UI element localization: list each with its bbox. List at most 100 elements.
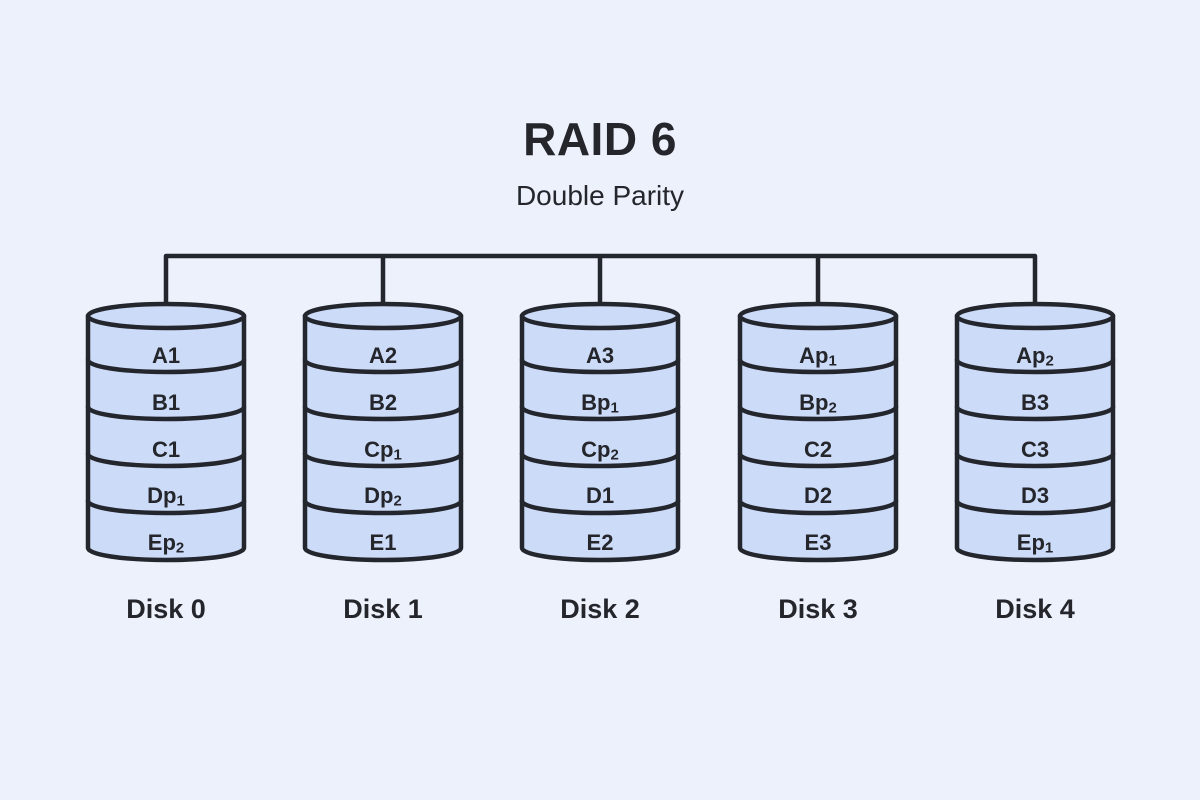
cylinder-top-ellipse [302, 301, 464, 331]
block-base: C3 [1020, 437, 1050, 462]
block-base: Bp [799, 390, 829, 415]
block-label: A3 [492, 343, 708, 369]
block-label: C1 [58, 437, 274, 463]
block-label: Bp2 [710, 390, 926, 416]
disk-name-label: Disk 3 [778, 594, 858, 624]
block-base: B1 [151, 390, 181, 415]
block-base: C2 [803, 437, 833, 462]
block-subscript: 2 [393, 492, 402, 510]
block-subscript: 2 [175, 539, 185, 557]
disk-cylinder [737, 301, 899, 563]
disk-cylinder [519, 301, 681, 563]
block-base: A3 [585, 343, 615, 368]
diagram-subtitle: Double Parity [515, 180, 685, 211]
cylinder-body [305, 304, 461, 560]
cylinder-top-ellipse [85, 301, 247, 331]
disk-0: A1 B1 C1 Dp1 Ep2 Disk 0 [58, 300, 274, 636]
block-label: Cp2 [492, 437, 708, 463]
block-subscript: 1 [393, 446, 402, 464]
block-base: C1 [151, 437, 181, 462]
platter-divider [519, 404, 681, 422]
platter-divider [519, 498, 681, 516]
disk-name-label: Disk 0 [126, 594, 206, 624]
platter-divider [85, 498, 247, 516]
block-base: Dp [147, 483, 177, 508]
block-subscript: 2 [828, 399, 837, 417]
cylinder-top-ellipse [519, 301, 681, 331]
block-label: B1 [58, 390, 274, 416]
platter-divider [302, 404, 464, 422]
block-label: D2 [710, 483, 926, 509]
block-label: D3 [927, 483, 1143, 509]
block-label: Bp1 [492, 390, 708, 416]
platter-divider [85, 404, 247, 422]
cylinder-outline [954, 313, 1116, 563]
block-base: B2 [368, 390, 398, 415]
platter-divider [954, 451, 1116, 469]
disk-cylinder [954, 301, 1116, 563]
block-label: Ep1 [927, 530, 1143, 556]
disk-name-label: Disk 4 [995, 594, 1075, 624]
block-label: Dp1 [58, 483, 274, 509]
block-base: Cp [364, 437, 394, 462]
platter-divider [954, 498, 1116, 516]
block-base: A1 [151, 343, 181, 368]
platter-divider [519, 357, 681, 375]
block-label: E1 [275, 530, 491, 556]
platter-divider [954, 404, 1116, 422]
block-subscript: 1 [1044, 539, 1054, 557]
platter-divider [85, 357, 247, 375]
platter-divider [85, 451, 247, 469]
block-label: E3 [710, 530, 926, 556]
block-label: C3 [927, 437, 1143, 463]
block-label: B2 [275, 390, 491, 416]
block-label: A1 [58, 343, 274, 369]
cylinder-body [957, 304, 1113, 560]
disk-name-label: Disk 1 [343, 594, 423, 624]
block-label: E2 [492, 530, 708, 556]
block-base: E3 [804, 530, 832, 555]
block-label: Dp2 [275, 483, 491, 509]
platter-divider [737, 451, 899, 469]
cylinder-outline [519, 313, 681, 563]
block-base: E1 [369, 530, 397, 555]
block-base: Ep [147, 530, 176, 555]
block-base: Cp [581, 437, 611, 462]
block-base: Dp [364, 483, 394, 508]
block-label: Ap2 [927, 343, 1143, 369]
platter-divider [737, 357, 899, 375]
block-subscript: 2 [610, 446, 619, 464]
block-base: A2 [368, 343, 398, 368]
block-base: B3 [1020, 390, 1050, 415]
disk-1: A2 B2 Cp1 Dp2 E1 Disk 1 [275, 300, 491, 636]
block-label: B3 [927, 390, 1143, 416]
disk-cylinder [302, 301, 464, 563]
block-subscript: 1 [610, 399, 619, 417]
block-label: A2 [275, 343, 491, 369]
platter-divider [302, 451, 464, 469]
block-subscript: 1 [828, 352, 837, 370]
block-base: Bp [581, 390, 611, 415]
cylinder-body [740, 304, 896, 560]
disk-3: Ap1 Bp2 C2 D2 E3 Disk 3 [710, 300, 926, 636]
block-label: Ep2 [58, 530, 274, 556]
block-subscript: 1 [176, 492, 185, 510]
block-label: Cp1 [275, 437, 491, 463]
block-base: D1 [585, 483, 615, 508]
block-base: D3 [1020, 483, 1050, 508]
disk-cylinder [85, 301, 247, 563]
platter-divider [954, 357, 1116, 375]
cylinder-top-ellipse [737, 301, 899, 331]
block-label: Ap1 [710, 343, 926, 369]
bus-line [163, 253, 1038, 321]
cylinder-outline [737, 313, 899, 563]
disk-name-label: Disk 2 [560, 594, 640, 624]
block-base: Ap [799, 343, 829, 368]
block-base: D2 [803, 483, 833, 508]
platter-divider [737, 498, 899, 516]
block-label: C2 [710, 437, 926, 463]
block-label: D1 [492, 483, 708, 509]
platter-divider [302, 498, 464, 516]
